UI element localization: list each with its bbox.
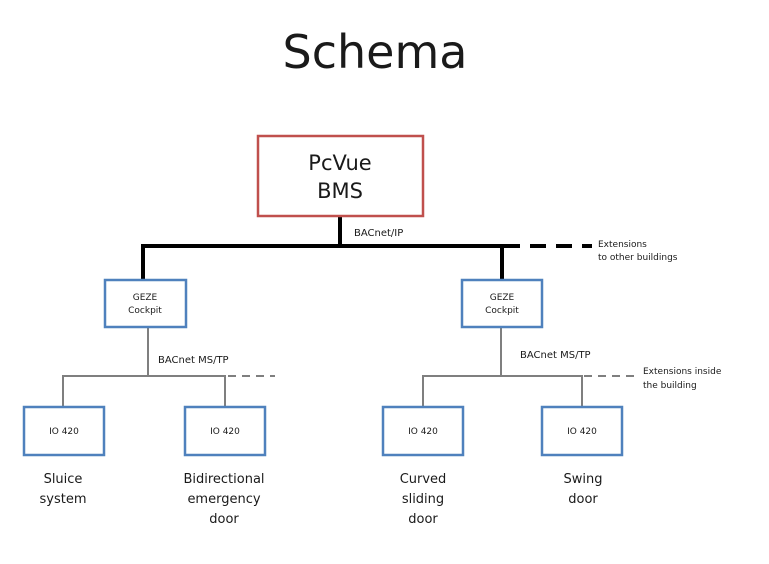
device-desc-line1: Swing (564, 472, 603, 487)
extensions-inside-label-1: Extensions inside (643, 367, 722, 377)
device-box (22, 405, 106, 457)
device-desc-line3: door (209, 512, 239, 527)
device-box (183, 405, 267, 457)
io420-device-2: IO 420 Bidirectional emergency door (183, 405, 267, 527)
geze-cockpit-left: GEZE Cockpit (103, 278, 188, 329)
extensions-inside-label-2: the building (643, 381, 697, 391)
device-label: IO 420 (210, 427, 240, 437)
mstp-label-left: BACnet MS/TP (158, 355, 229, 366)
bms-box (256, 134, 425, 218)
device-desc-line3: door (408, 512, 438, 527)
bms-label-line2: BMS (317, 179, 363, 203)
extensions-buildings-label-2: to other buildings (598, 253, 678, 263)
io420-device-4: IO 420 Swing door (540, 405, 624, 507)
device-desc-line1: Sluice (44, 472, 83, 487)
ip-trunk (141, 244, 504, 280)
cockpit-label-line1: GEZE (133, 293, 158, 303)
geze-cockpit-right: GEZE Cockpit (460, 278, 544, 329)
extensions-buildings-label-1: Extensions (598, 240, 647, 250)
mstp-trunk-left (62, 375, 226, 406)
cockpit-box (103, 278, 188, 329)
device-label: IO 420 (408, 427, 438, 437)
device-label: IO 420 (567, 427, 597, 437)
diagram-title: Schema (283, 25, 468, 79)
bacnet-ip-bus (141, 216, 592, 280)
mstp-label-right: BACnet MS/TP (520, 350, 591, 361)
device-desc-line2: sliding (402, 492, 444, 507)
cockpit-box (460, 278, 544, 329)
device-desc-line2: system (40, 492, 87, 507)
device-desc-line1: Curved (400, 472, 447, 487)
cockpit-label-line2: Cockpit (128, 306, 162, 316)
device-desc-line2: door (568, 492, 598, 507)
device-label: IO 420 (49, 427, 79, 437)
io420-device-3: IO 420 Curved sliding door (381, 405, 465, 527)
device-box (381, 405, 465, 457)
mstp-bus-right (422, 327, 634, 406)
mstp-trunk-right (422, 375, 583, 406)
device-desc-line2: emergency (187, 492, 260, 507)
io420-device-1: IO 420 Sluice system (22, 405, 106, 507)
cockpit-label-line1: GEZE (490, 293, 515, 303)
mstp-bus-left (62, 327, 275, 406)
device-box (540, 405, 624, 457)
bms-label-line1: PcVue (308, 151, 371, 175)
pcvue-bms-node: PcVue BMS (256, 134, 425, 218)
bacnet-ip-label: BACnet/IP (354, 228, 403, 239)
cockpit-label-line2: Cockpit (485, 306, 519, 316)
device-desc-line1: Bidirectional (183, 472, 264, 487)
